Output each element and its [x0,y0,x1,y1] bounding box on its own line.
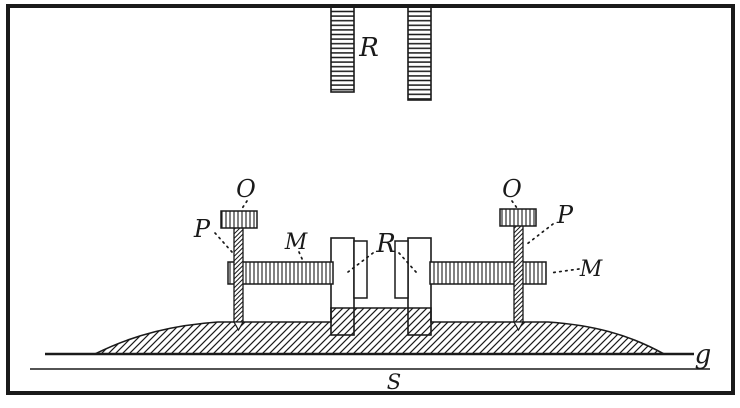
label-clamp-left: M [284,230,308,255]
leader-o-right [511,200,518,209]
label-clamp-right: M [579,257,603,282]
border-frame [6,4,735,395]
label-ground: g [695,340,712,370]
left-clamp-bar [227,261,334,285]
leader-m-right [549,268,580,274]
right-knob [499,208,537,227]
label-screw-right: P [556,201,574,229]
leader-p-left [214,232,233,253]
left-clamp-collar [353,240,368,299]
left-knob [220,210,258,229]
left-rod-upper [330,5,355,93]
label-screw-left: P [193,215,211,243]
leader-lines [214,200,580,274]
mound [94,307,668,355]
label-baseline: S [387,370,401,394]
left-clamp [227,240,368,299]
leader-m-left [298,251,304,262]
left-screw [220,210,258,332]
leader-r-right [398,252,417,273]
right-clamp-collar [394,240,409,299]
left-screw-tip [232,321,245,332]
right-clamp-bar [429,261,547,285]
leader-r-left [347,252,374,273]
leader-p-right [526,223,554,245]
right-rod-upper [407,5,432,101]
label-rod-mid: R [375,229,396,259]
label-knob-left: O [236,175,256,203]
right-screw-tip [512,321,525,332]
right-screw [499,208,537,332]
label-knob-right: O [502,175,522,203]
label-rod-top: R [358,33,379,63]
leader-o-left [240,200,248,211]
